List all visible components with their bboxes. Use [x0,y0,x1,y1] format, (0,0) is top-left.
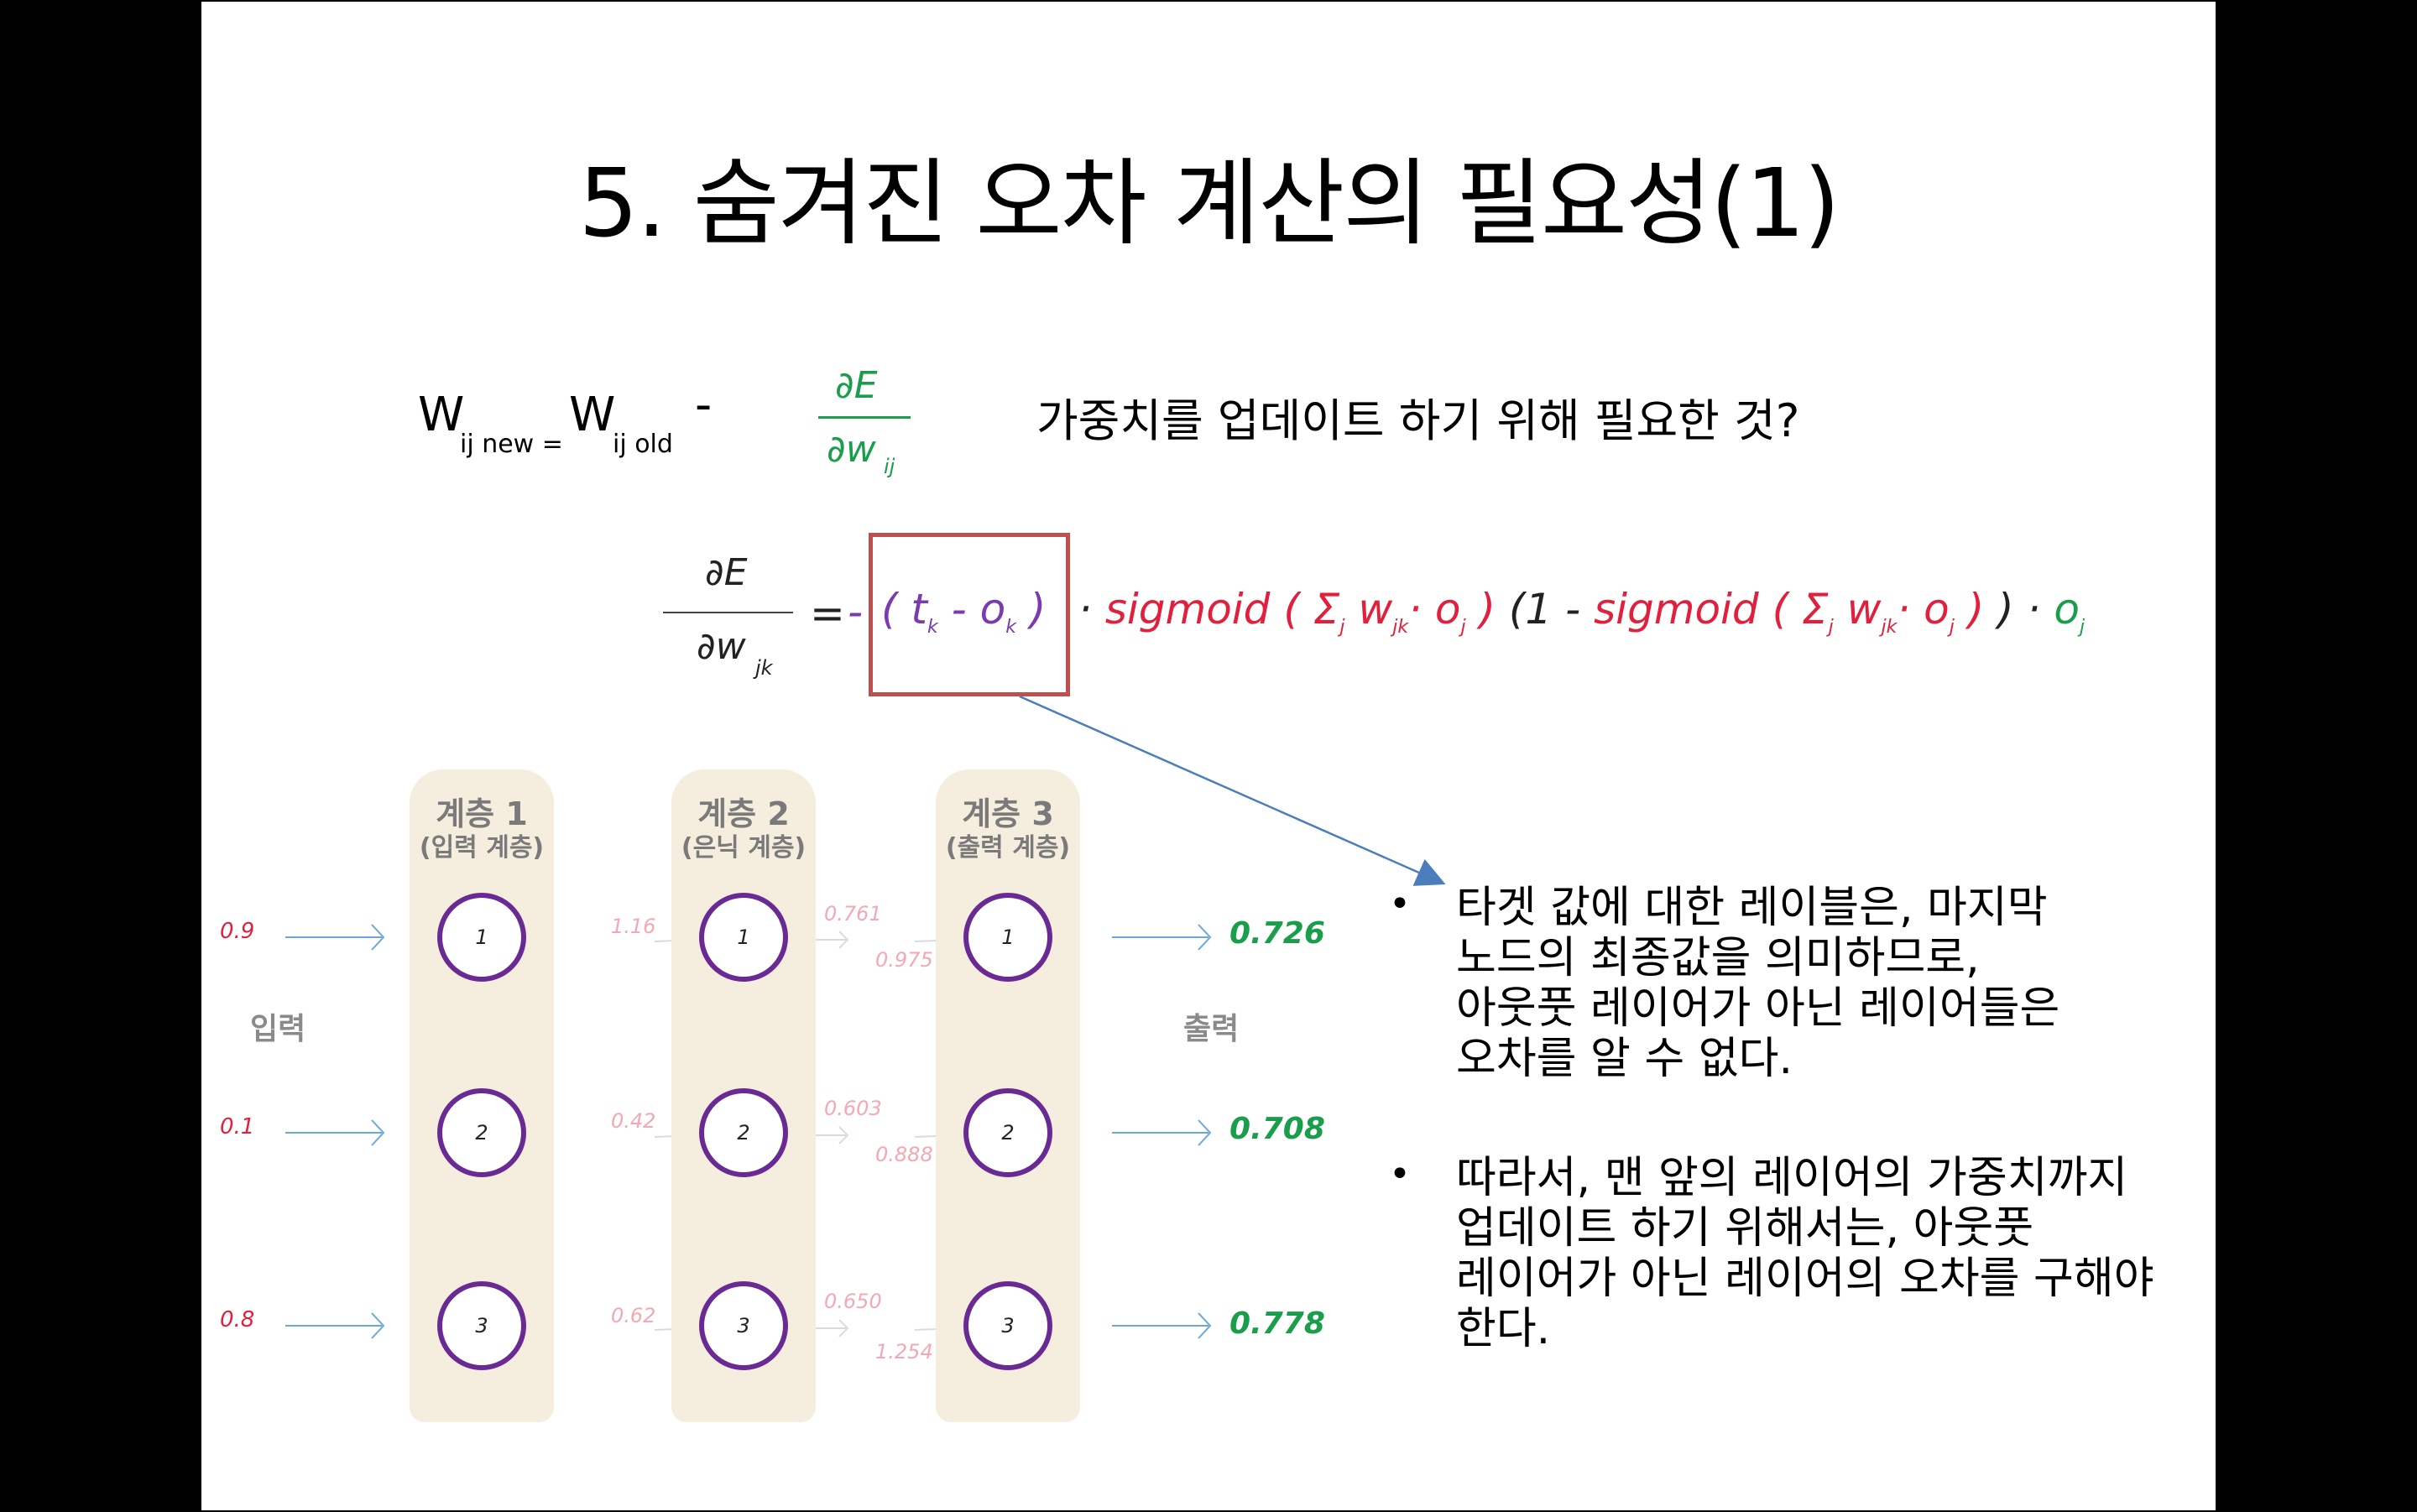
sigmoid-1-w: w [1344,585,1393,633]
layer-1-node-1: 1 [437,893,526,982]
hidden-input-3: 0.62 [611,1304,656,1327]
sigmoid-1-sum-sub: j [1339,617,1345,638]
question-text: 가중치를 업데이트 하기 위해 필요한 것? [1036,394,1800,447]
w-new: W [418,388,465,442]
bullet-1: 타겟 값에 대한 레이블은, 마지막 노드의 최종값을 의미하므로, 아웃풋 레… [1456,883,2211,1084]
w-new-subscript: ij new = [460,430,563,459]
o-k-sub: k [1005,617,1016,638]
layer-2-subtitle: (은닉 계층) [681,833,807,863]
output-value-3: 0.778 [1229,1306,1325,1341]
slide: 5. 숨겨진 오차 계산의 필요성(1) W ij new = W ij old… [201,2,2216,1510]
o-j-sub: j [2079,617,2086,638]
derivative-numerator: ∂E [705,551,748,594]
input-value-3: 0.8 [220,1307,255,1332]
hidden-input-2: 0.42 [611,1109,656,1133]
bullet-2-line-1: 따라서, 맨 앞의 레이어의 가중치까지 [1456,1153,2128,1203]
bullet-icon: • [1389,883,1411,925]
output-layer-input-1: 0.975 [875,948,933,972]
derivative-denominator-sub: jk [755,656,773,680]
t-k-sub: k [927,617,938,638]
bullet-icon: • [1389,1153,1411,1196]
layer-2-node-2: 2 [699,1088,788,1177]
derivative-fraction: ∂E ∂w jk [663,551,797,694]
sigmoid-2-o: · o [1897,585,1950,633]
hidden-input-1: 1.16 [611,915,656,938]
layer-1-subtitle: (입력 계층) [419,833,545,863]
error-term: ( tk - ok ) [881,585,1046,638]
sigmoid-2-sum-sub: j [1828,617,1834,638]
layer-3-subtitle: (출력 계층) [945,833,1071,863]
sigmoid-1: sigmoid ( Σ [1104,585,1340,633]
bullet-1-line-4: 오차를 알 수 없다. [1456,1034,1793,1084]
sigmoid-1-o: · o [1408,585,1461,633]
update-rule: W ij new = W ij old - [418,378,938,522]
bullet-2-line-3: 레이어가 아닌 레이어의 오차를 구해야 [1456,1254,2154,1304]
w-old-subscript: ij old [613,430,673,459]
bullet-1-line-1: 타겟 값에 대한 레이블은, 마지막 [1456,883,2048,933]
layer-3-column: 계층 3 (출력 계층) 1 2 3 [936,769,1080,1422]
t-k: ( t [881,585,928,633]
hidden-output-1: 0.761 [824,902,882,925]
derivative-denominator: ∂w [697,625,746,668]
w-old: W [569,388,616,442]
input-value-1: 0.9 [220,919,255,944]
negative-sign: - [848,587,864,636]
layer-1-node-3: 3 [437,1281,526,1370]
gradient-numerator: ∂E [835,364,878,407]
input-label: 입력 [250,1012,306,1046]
bullet-1-line-2: 노드의 최종값을 의미하므로, [1456,933,1980,983]
layer-3-node-1: 1 [963,893,1052,982]
hidden-output-2: 0.603 [824,1097,882,1120]
derivative-bar [663,612,793,613]
slide-title: 5. 숨겨진 오차 계산의 필요성(1) [578,149,1840,258]
layer-3-node-3: 3 [963,1281,1052,1370]
output-layer-input-2: 0.888 [875,1143,933,1166]
fraction-bar [818,416,911,419]
dot-1: · [1078,585,1092,633]
sigmoid-2-close: ) [1954,585,1998,633]
layer-2-column: 계층 2 (은닉 계층) 1 2 3 [671,769,816,1422]
sigmoid-2-w-sub: jk [1881,617,1898,638]
sigmoid-1-o-sub: j [1460,617,1466,638]
gradient-denominator: ∂w [827,428,876,471]
sigmoid-2: sigmoid ( Σ [1594,585,1829,633]
error-close: ) [1015,585,1047,633]
bullet-2: 따라서, 맨 앞의 레이어의 가중치까지 업데이트 하기 위해서는, 아웃풋 레… [1456,1153,2211,1354]
layer-3-title: 계층 3 [962,795,1054,832]
layer-1-column: 계층 1 (입력 계층) 1 2 3 [410,769,554,1422]
layer-2-node-3: 3 [699,1281,788,1370]
bullet-2-line-4: 한다. [1456,1304,1551,1354]
o-j: o [2040,585,2080,633]
output-value-2: 0.708 [1229,1112,1325,1146]
rest-of-formula: · sigmoid ( Σj wjk· oj ) (1 - sigmoid ( … [1078,585,2085,638]
sigmoid-2-w: w [1833,585,1882,633]
hidden-output-3: 0.650 [824,1290,882,1313]
output-layer-input-3: 1.254 [875,1340,933,1363]
layer-1-node-2: 2 [437,1088,526,1177]
one-minus: (1 - [1496,585,1595,633]
layer-3-node-2: 2 [963,1088,1052,1177]
sigmoid-2-o-sub: j [1949,617,1955,638]
bullet-2-line-2: 업데이트 하기 위해서는, 아웃풋 [1456,1203,2034,1254]
layer-1-title: 계층 1 [436,795,528,832]
gradient-denominator-sub: ij [884,455,895,478]
equals-sign: = [810,589,845,638]
o-k: - o [937,585,1006,633]
highlight-box [869,533,1070,696]
output-value-1: 0.726 [1229,916,1325,951]
layer-2-title: 계층 2 [697,795,790,832]
input-value-2: 0.1 [220,1114,255,1139]
layer-2-node-1: 1 [699,893,788,982]
outer-close: ) · [1997,585,2041,633]
sigmoid-1-w-sub: jk [1392,617,1409,638]
gradient-fraction: ∂E ∂w ij [818,364,919,498]
output-label: 출력 [1183,1012,1240,1046]
bullet-1-line-3: 아웃풋 레이어가 아닌 레이어들은 [1456,983,2060,1034]
minus-sign: - [695,378,713,432]
sigmoid-1-close: ) [1465,585,1496,633]
